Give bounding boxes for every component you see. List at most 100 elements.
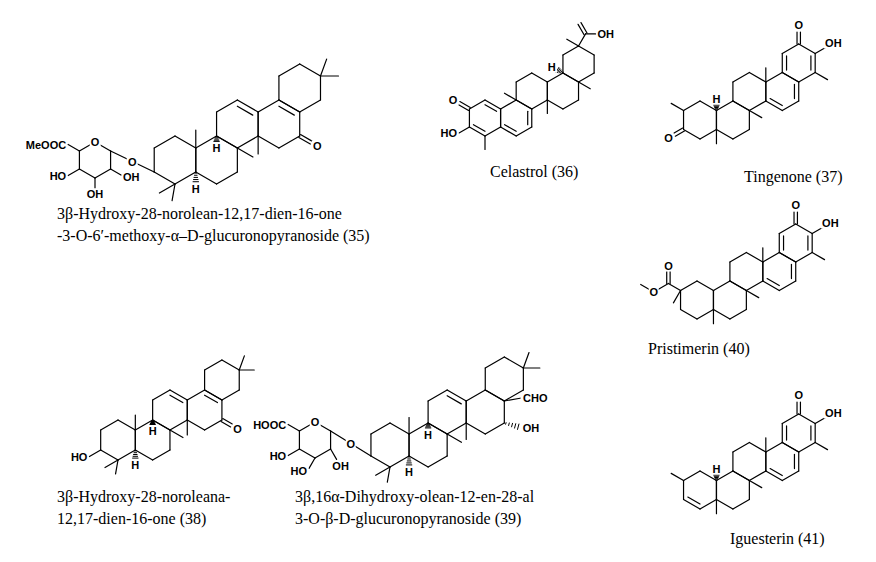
bond-line (733, 443, 749, 453)
bond-line (782, 73, 798, 83)
bond-line (466, 423, 485, 434)
atom-label: OH (122, 172, 141, 183)
bond-line (733, 101, 749, 111)
bond-line (671, 473, 683, 480)
bond-line (376, 467, 390, 475)
bond-line (765, 452, 766, 471)
hashed-bond (714, 105, 720, 110)
bond-line (501, 127, 517, 136)
bond-line (749, 111, 750, 130)
bond-line (258, 112, 259, 136)
bond-line (794, 454, 795, 468)
bond-line (765, 82, 766, 101)
atom-label: OH (824, 408, 843, 419)
bond-line (68, 169, 79, 176)
bond-line (110, 151, 111, 169)
atom-label: HOOC (252, 419, 287, 430)
bond-line (579, 34, 586, 46)
bond-line (205, 395, 218, 402)
bond-line (516, 100, 532, 109)
bond-line (795, 262, 796, 281)
bond-line (68, 145, 79, 152)
bond-line (527, 111, 528, 124)
bond-line (779, 253, 795, 263)
bond-line (797, 212, 798, 224)
bond-line (299, 449, 315, 458)
bond-line (370, 434, 371, 456)
bond-line (205, 360, 222, 370)
bond-line (485, 390, 504, 401)
hashed-bond (150, 421, 156, 425)
bond-line (807, 236, 808, 250)
bond-line (101, 420, 118, 430)
bond-line (175, 136, 196, 148)
bond-line (237, 100, 258, 112)
atom-label: HO (70, 451, 89, 462)
atom-label: H (212, 143, 222, 154)
bond-line (716, 130, 732, 140)
bond-line (187, 420, 204, 430)
atom-label: HO (49, 170, 68, 181)
bond-line (594, 55, 595, 73)
bond-line (501, 100, 517, 109)
bond-line (371, 423, 390, 434)
bond-line (500, 109, 501, 127)
bond-line (563, 46, 579, 55)
compound-name: 3β-Hydroxy-28-norolean-12,17-dien-16-one (57, 205, 342, 223)
bond-line (187, 400, 188, 420)
bond-line (782, 54, 783, 73)
bond-line (766, 101, 782, 111)
atom-label: OH (522, 423, 541, 434)
atom-label: OH (86, 189, 105, 200)
bond-line (239, 369, 254, 370)
bond-line (135, 430, 136, 450)
bond-line (779, 224, 795, 234)
bond-line (688, 497, 700, 504)
bond-line (786, 56, 787, 70)
atom-label: OH (597, 28, 616, 39)
bond-line (713, 281, 729, 291)
bond-line (485, 127, 501, 136)
bond-line (697, 281, 713, 291)
bond-line (578, 82, 579, 100)
hashed-bond (556, 67, 563, 73)
bond-line (288, 449, 299, 456)
bond-line (237, 148, 238, 172)
bond-line (782, 443, 798, 453)
bond-line (563, 73, 579, 82)
bond-line (466, 423, 467, 440)
bond-line (713, 291, 714, 310)
bond-line (299, 112, 300, 136)
bond-line (783, 236, 784, 250)
bond-line (716, 500, 717, 514)
bond-line (170, 420, 187, 430)
bond-line (765, 452, 766, 471)
bond-line (258, 100, 279, 112)
bond-line (485, 357, 504, 368)
bond-line (154, 172, 175, 184)
bond-line (205, 390, 222, 400)
bond-line (730, 281, 746, 291)
bond-line (770, 99, 782, 106)
bond-line (670, 272, 671, 284)
hashed-bond (506, 423, 519, 430)
bond-line (217, 100, 238, 112)
bond-line (516, 100, 532, 109)
bond-line (675, 131, 684, 136)
bond-line (79, 151, 80, 169)
bond-line (579, 82, 591, 89)
bond-line (315, 449, 331, 458)
bond-line (812, 234, 813, 253)
bond-line (428, 456, 447, 467)
atom-label: O (663, 133, 674, 144)
bond-line (408, 434, 409, 456)
bond-line (532, 73, 548, 82)
bond-line (716, 130, 717, 144)
bond-line (459, 127, 469, 133)
bond-line (749, 73, 765, 83)
bond-line (547, 100, 548, 114)
bond-line (504, 398, 520, 401)
bond-line (204, 370, 205, 390)
bond-line (673, 291, 680, 303)
atom-label: OH (331, 461, 350, 472)
